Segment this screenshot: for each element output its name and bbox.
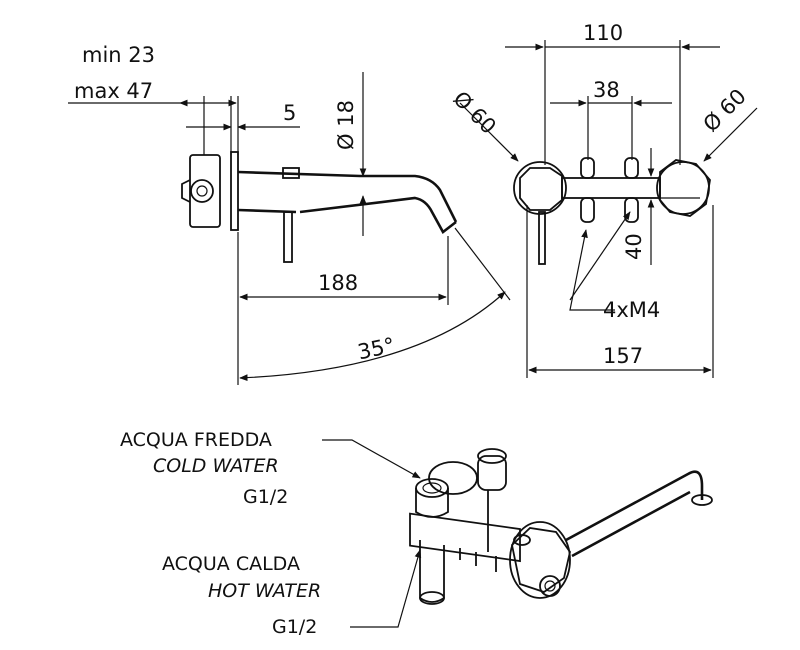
dim-40: 40 [622,233,646,260]
valve-circle-inner [196,185,208,197]
spout-collar [282,167,300,179]
hot-water-label-it: ACQUA CALDA [162,553,300,575]
left-rosette [513,161,567,215]
screws: 4xM4 [603,298,660,322]
cold-inlet-bore [422,482,442,494]
dia-left-leader [459,102,519,162]
front-rosette [509,521,571,599]
dim-188: 188 [318,271,358,295]
angle-arc [239,291,506,382]
dia-right-leader [703,107,758,162]
isometric-view: ACQUA FREDDA COLD WATER G1/2 ACQUA CALDA… [120,429,713,638]
front-view: 110 38 Ø 60 Ø 60 40 4xM4 [448,21,758,378]
dia-left: Ø 60 [448,87,500,139]
valve-circle [190,179,214,203]
mounting-box [409,512,521,563]
dim-110: 110 [583,21,623,45]
iso-lugs [459,548,497,572]
iso-spout [565,470,704,558]
dim-157: 157 [603,344,643,368]
angle-leg [454,227,511,301]
screws-leader [569,229,615,311]
cold-water-label-it: ACQUA FREDDA [120,429,272,451]
left-handle [519,167,563,211]
dim-38: 38 [593,78,620,102]
hot-inlet [419,591,445,605]
hot-water-leader [350,549,422,628]
lug-bottom-right [624,197,639,223]
valve-body [189,154,221,228]
valve-nut [181,179,191,203]
right-handle [659,159,711,217]
lug-top-right [624,157,639,179]
side-view: min 23 max 47 5 Ø 18 188 [68,43,511,385]
screws-leader-b [569,211,631,301]
front-lever [538,211,546,265]
front-outlet-bore [544,580,556,592]
lug-bottom-left [580,197,595,223]
cold-inlet [415,478,449,498]
cold-water-thread: G1/2 [243,486,288,508]
cold-water-leader [322,439,421,479]
dim-18: Ø 18 [334,100,358,150]
cartridge [477,455,507,491]
max-label: max 47 [74,79,153,103]
iso-spout-tip [691,494,713,506]
front-handle [511,527,571,593]
dia-right: Ø 60 [699,84,751,136]
front-plug [513,534,531,546]
lug-top-left [580,157,595,179]
hot-water-thread: G1/2 [272,616,317,638]
spout [237,170,458,234]
min-label: min 23 [82,43,155,67]
hot-water-label-en: HOT WATER [208,580,321,602]
cold-water-label-en: COLD WATER [153,455,279,477]
front-outlet [539,575,561,597]
wall-plate [230,151,239,231]
angle: 35° [356,333,397,364]
cartridge-top [477,448,507,464]
lever [283,211,293,263]
back-rosette [428,461,478,495]
dim-5: 5 [283,101,296,125]
mixer-bar [561,177,661,199]
